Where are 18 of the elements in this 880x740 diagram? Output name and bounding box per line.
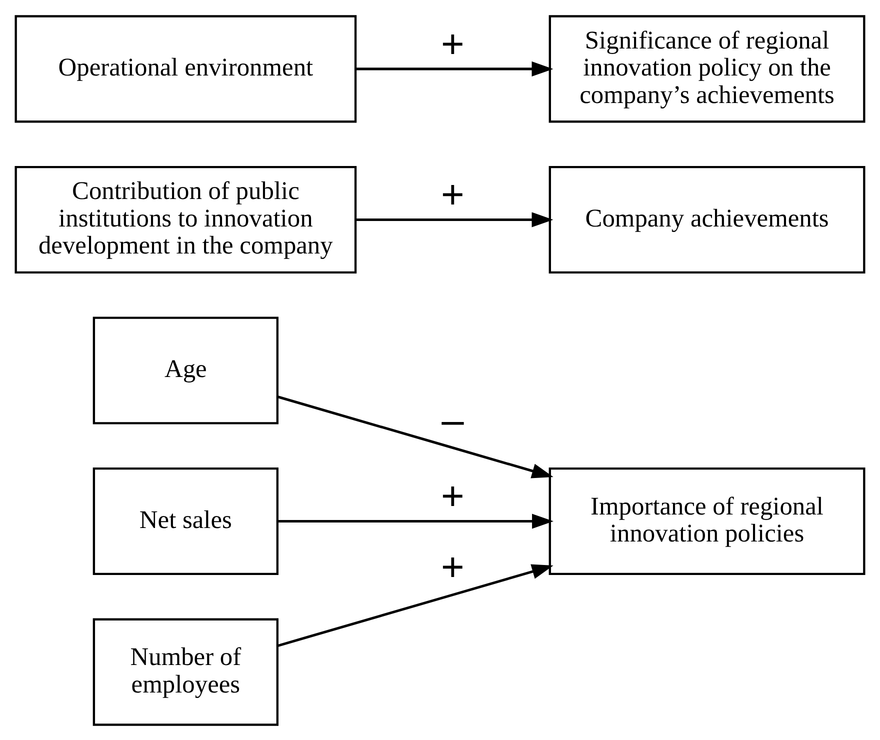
node-box: Contribution of public institutions to innovation development in the company xyxy=(14,165,357,273)
arrow xyxy=(278,513,554,528)
node-box: Company achievements xyxy=(548,165,866,273)
arrow xyxy=(356,212,554,227)
arrow xyxy=(356,60,554,76)
node-box: Number of employees xyxy=(92,618,278,726)
node-box: Age xyxy=(92,316,278,424)
edge-label: + xyxy=(441,172,464,217)
node-box: Operational environment xyxy=(14,14,357,122)
edge-label: – xyxy=(442,398,464,442)
edge-label: + xyxy=(441,22,464,66)
arrow xyxy=(277,564,554,646)
node-box: Net sales xyxy=(92,467,278,575)
edge-label: + xyxy=(441,474,464,518)
node-box: Importance of regional innovation policies xyxy=(548,467,866,575)
arrow xyxy=(277,395,554,478)
edge-label: + xyxy=(441,544,464,589)
node-box: Significance of regional innovation policy on the company’s achievements xyxy=(548,14,866,122)
